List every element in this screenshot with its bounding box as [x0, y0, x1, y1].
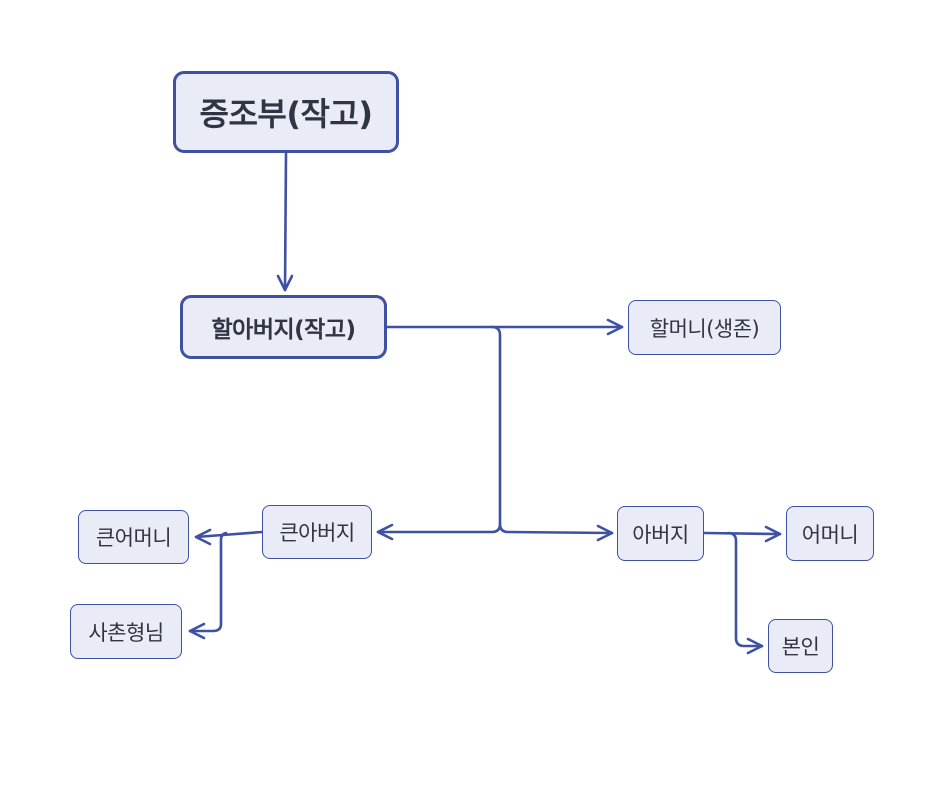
node-great-grandfather: 증조부(작고): [173, 71, 399, 153]
edge-elder-uncle-to-cousin: [188, 531, 228, 633]
node-mother: 어머니: [786, 506, 874, 561]
arrowhead-grandmother: [606, 318, 624, 336]
edge-grandfather-trunk: [376, 325, 502, 534]
node-self: 본인: [768, 619, 833, 673]
arrowhead-elder-uncle: [376, 523, 394, 541]
edge-grandfather-to-father: [498, 522, 614, 535]
edge-father-to-self: [726, 531, 764, 648]
edge-elder-uncle-to-elder-aunt: [194, 530, 264, 539]
node-elder-uncle: 큰아버지: [262, 505, 372, 559]
node-grandfather: 할아버지(작고): [180, 295, 387, 359]
node-cousin: 사촌형님: [70, 604, 182, 659]
arrowhead-grandfather: [276, 274, 294, 292]
arrowhead-self: [746, 637, 764, 655]
edge-father-to-mother: [702, 531, 782, 536]
node-elder-aunt: 큰어머니: [78, 510, 189, 564]
arrowhead-elder-aunt: [194, 528, 212, 546]
arrowhead-mother: [764, 525, 782, 543]
node-father: 아버지: [617, 506, 704, 561]
arrowhead-cousin: [188, 622, 206, 640]
arrowhead-father: [596, 524, 614, 542]
edge-great-grandfather-to-grandfather: [283, 151, 288, 292]
node-grandmother: 할머니(생존): [628, 300, 781, 355]
